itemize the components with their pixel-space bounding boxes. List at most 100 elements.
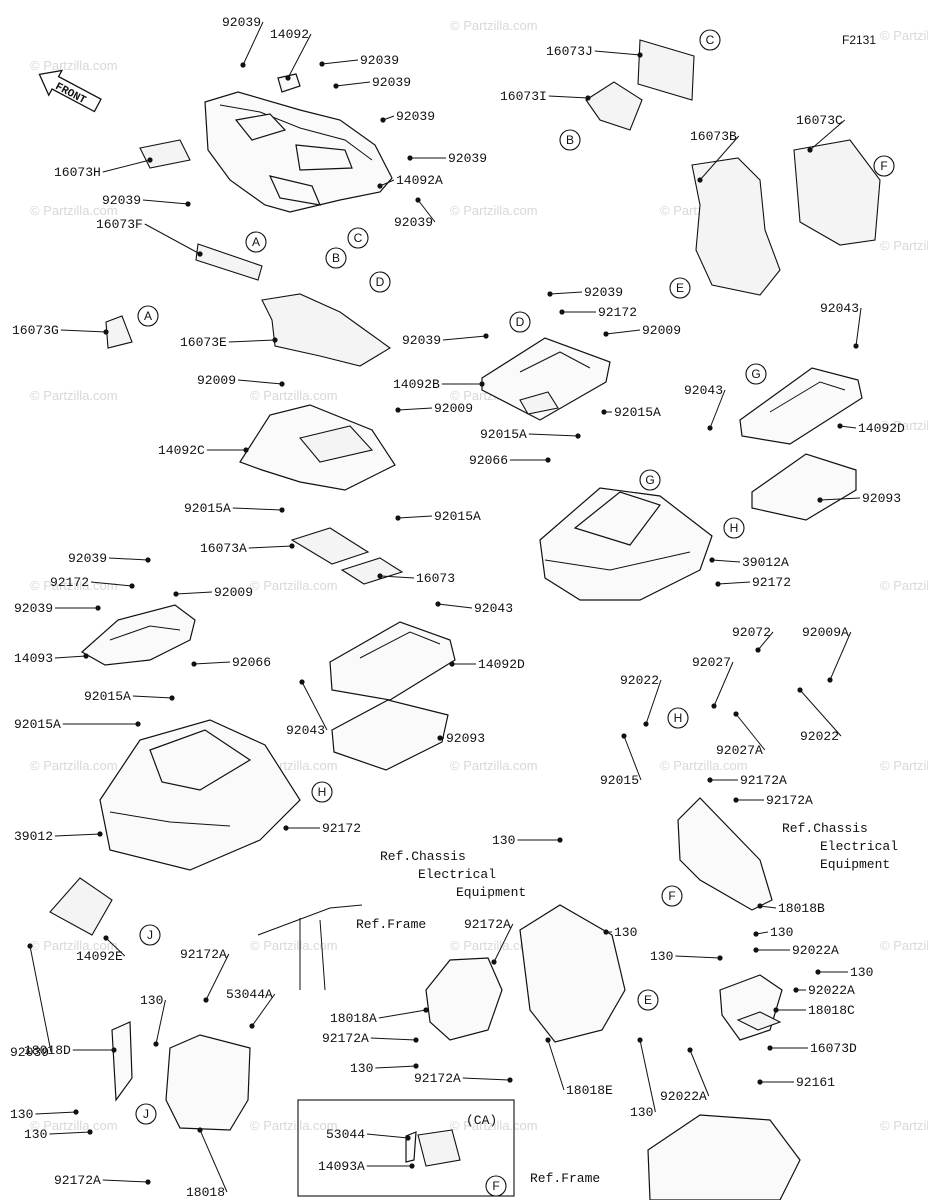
part-label: 92093	[862, 491, 901, 506]
leader-line	[155, 999, 166, 1045]
part-label: 18018B	[778, 901, 825, 916]
leader-line	[54, 833, 101, 837]
watermark: © Partzilla.com	[30, 1118, 118, 1133]
reference-label: Ref.Frame	[356, 917, 426, 932]
leader-line	[175, 591, 213, 595]
fastener-icon	[545, 457, 551, 463]
part-label: 92043	[474, 601, 513, 616]
fastener-icon	[185, 201, 191, 207]
cover-18018d	[111, 1021, 133, 1102]
part-label: 92039	[10, 1045, 49, 1060]
leader-line	[397, 515, 433, 519]
part-label: 92022	[800, 729, 839, 744]
reference-labels: Ref.ChassisElectricalEquipmentRef.Chassi…	[356, 821, 898, 1186]
part-labels: 920391409292039920399203916073H920391409…	[10, 15, 905, 1200]
leader-line	[528, 433, 579, 437]
leader-line	[49, 1131, 91, 1135]
leader-line	[717, 581, 751, 585]
fastener-icon	[415, 197, 421, 203]
fastener-icon	[815, 969, 821, 975]
part-label: 16073	[416, 571, 455, 586]
callout-letter: B	[566, 133, 574, 147]
fastener-icon	[173, 591, 179, 597]
panel-14092e	[49, 877, 113, 936]
fastener-icon	[793, 987, 799, 993]
lid-14092d-lower	[329, 621, 456, 701]
watermark: © Partzilla.com	[880, 758, 928, 773]
fastener-icon	[807, 147, 813, 153]
part-label: 92015	[600, 773, 639, 788]
fastener-icon	[95, 605, 101, 611]
fastener-icon	[585, 95, 591, 101]
callout-letter: H	[730, 521, 739, 535]
part-label: 92172A	[54, 1173, 101, 1188]
leader-line	[437, 603, 473, 609]
callout-b: B	[559, 129, 581, 151]
watermark: © Partzilla.com	[880, 578, 928, 593]
callout-letter: C	[354, 231, 363, 245]
part-label: 16073G	[12, 323, 59, 338]
part-label: 92066	[469, 453, 508, 468]
part-label: 92039	[584, 285, 623, 300]
fastener-icon	[73, 1109, 79, 1115]
watermark: © Partzilla.com	[30, 758, 118, 773]
leader-line	[549, 291, 583, 295]
leader-line	[248, 545, 293, 549]
fastener-icon	[395, 515, 401, 521]
leader-line	[335, 81, 371, 87]
part-label: 18018	[186, 1185, 225, 1200]
upper-console-14092a	[204, 73, 393, 213]
leader-line	[242, 21, 264, 66]
leader-line	[379, 575, 415, 579]
leader-line	[709, 389, 726, 429]
fastener-icon	[479, 381, 485, 387]
leader-line	[759, 905, 777, 909]
watermark: © Partzilla.com	[880, 1118, 928, 1133]
callout-letter: D	[516, 315, 525, 329]
watermark: © Partzilla.com	[250, 1118, 338, 1133]
fastener-icon	[753, 947, 759, 953]
callout-letter: C	[706, 33, 715, 47]
watermark: © Partzilla.com	[880, 938, 928, 953]
part-label: 92039	[402, 333, 441, 348]
fastener-icon	[717, 955, 723, 961]
fastener-icon	[559, 309, 565, 315]
part-label: 16073I	[500, 89, 547, 104]
callout-a: A	[137, 305, 159, 327]
part-label: 92015A	[14, 717, 61, 732]
frame-bottom-right	[647, 1114, 801, 1200]
fastener-icon	[87, 1129, 93, 1135]
callout-letter: E	[676, 281, 684, 295]
callout-letter: J	[147, 928, 153, 942]
leader-line	[142, 199, 189, 205]
part-label: 92172A	[414, 1071, 461, 1086]
fastener-icon	[319, 61, 325, 67]
part-label: 92039	[360, 53, 399, 68]
diagram-code: F2131	[842, 33, 876, 47]
watermark: © Partzilla.com	[250, 388, 338, 403]
part-label: 18018A	[330, 1011, 377, 1026]
fastener-icon	[755, 647, 761, 653]
fastener-icon	[621, 733, 627, 739]
callout-c: C	[347, 227, 369, 249]
fastener-icon	[757, 1079, 763, 1085]
leader-line	[757, 631, 774, 651]
part-label: 92022A	[660, 1089, 707, 1104]
fastener-icon	[283, 825, 289, 831]
part-label: 130	[492, 833, 515, 848]
callout-f: F	[873, 155, 895, 177]
part-label: 92039	[448, 151, 487, 166]
part-label: 92172A	[180, 947, 227, 962]
part-label: 16073E	[180, 335, 227, 350]
leader-line	[639, 1039, 656, 1113]
leader-line	[645, 679, 662, 725]
part-label: 130	[650, 949, 673, 964]
fastener-icon	[407, 155, 413, 161]
frame-segment	[257, 904, 363, 991]
fastener-icon	[413, 1063, 419, 1069]
reference-label: Electrical	[418, 867, 496, 882]
fastener-icon	[169, 695, 175, 701]
part-label: 14092C	[158, 443, 205, 458]
leader-line	[35, 1111, 77, 1115]
leader-line	[321, 59, 359, 65]
